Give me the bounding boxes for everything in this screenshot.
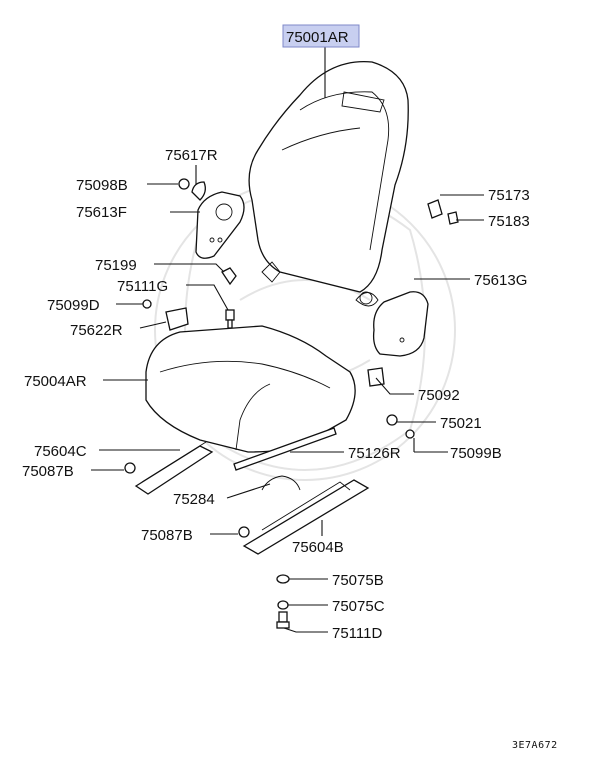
part-labels: 75001AR 75617R 75098B 75613F 75173 75183… xyxy=(22,29,558,751)
label-75087b-left[interactable]: 75087B xyxy=(22,463,74,480)
label-75613g[interactable]: 75613G xyxy=(474,272,527,289)
label-75604c[interactable]: 75604C xyxy=(34,443,87,460)
label-75199[interactable]: 75199 xyxy=(95,257,137,274)
label-75173[interactable]: 75173 xyxy=(488,187,530,204)
diagram-code: 3E7A672 xyxy=(512,740,558,751)
label-75111g[interactable]: 75111G xyxy=(117,278,168,295)
label-75092[interactable]: 75092 xyxy=(418,387,460,404)
leader-lines xyxy=(91,46,484,633)
bracket-75199-part[interactable] xyxy=(221,267,237,286)
label-75075c[interactable]: 75075C xyxy=(332,598,385,615)
bolt-75111g-part[interactable] xyxy=(225,309,235,329)
cable-75284-part[interactable] xyxy=(261,475,301,491)
cap-75098b-part[interactable] xyxy=(178,178,190,190)
label-75183[interactable]: 75183 xyxy=(488,213,530,230)
cover-75622r-part[interactable] xyxy=(165,307,189,331)
clip-75183-part[interactable] xyxy=(447,211,459,225)
washer-75075b-part[interactable] xyxy=(276,574,290,584)
recliner-cover-right-part[interactable] xyxy=(372,291,429,357)
label-75075b[interactable]: 75075B xyxy=(332,572,384,589)
label-75284[interactable]: 75284 xyxy=(173,491,215,508)
seat-rail-right-part[interactable] xyxy=(242,479,370,555)
label-75126r[interactable]: 75126R xyxy=(348,445,401,462)
screw-75099b-part[interactable] xyxy=(405,429,415,439)
nut-75087b-left-part[interactable] xyxy=(124,462,136,474)
label-75004ar[interactable]: 75004AR xyxy=(24,373,87,390)
seat-back-part[interactable] xyxy=(248,60,409,307)
seat-rail-left-part[interactable] xyxy=(134,441,214,495)
label-75099b[interactable]: 75099B xyxy=(450,445,502,462)
label-75604b[interactable]: 75604B xyxy=(292,539,344,556)
label-75613f[interactable]: 75613F xyxy=(76,204,127,221)
knob-75617r-part[interactable] xyxy=(191,181,206,201)
label-75111d[interactable]: 75111D xyxy=(332,625,382,642)
bolt-75111d-part[interactable] xyxy=(276,611,290,629)
seat-cushion-part[interactable] xyxy=(145,325,356,453)
clip-75092-part[interactable] xyxy=(367,367,385,387)
label-75617r[interactable]: 75617R xyxy=(165,147,218,164)
clip-75173-part[interactable] xyxy=(427,199,443,219)
nut-75087b-right-part[interactable] xyxy=(238,526,250,538)
label-75622r[interactable]: 75622R xyxy=(70,322,123,339)
label-75001ar[interactable]: 75001AR xyxy=(286,29,349,46)
screw-75099d-part[interactable] xyxy=(142,299,152,309)
recliner-cover-left-part[interactable] xyxy=(195,191,245,259)
label-75087b-right[interactable]: 75087B xyxy=(141,527,193,544)
label-75099d[interactable]: 75099D xyxy=(47,297,100,314)
washer-75075c-part[interactable] xyxy=(277,600,289,610)
washer-75021-part[interactable] xyxy=(386,414,398,426)
highlight-box xyxy=(282,24,360,48)
label-75098b[interactable]: 75098B xyxy=(76,177,128,194)
label-75021[interactable]: 75021 xyxy=(440,415,482,432)
rod-75126r-part[interactable] xyxy=(233,427,337,471)
